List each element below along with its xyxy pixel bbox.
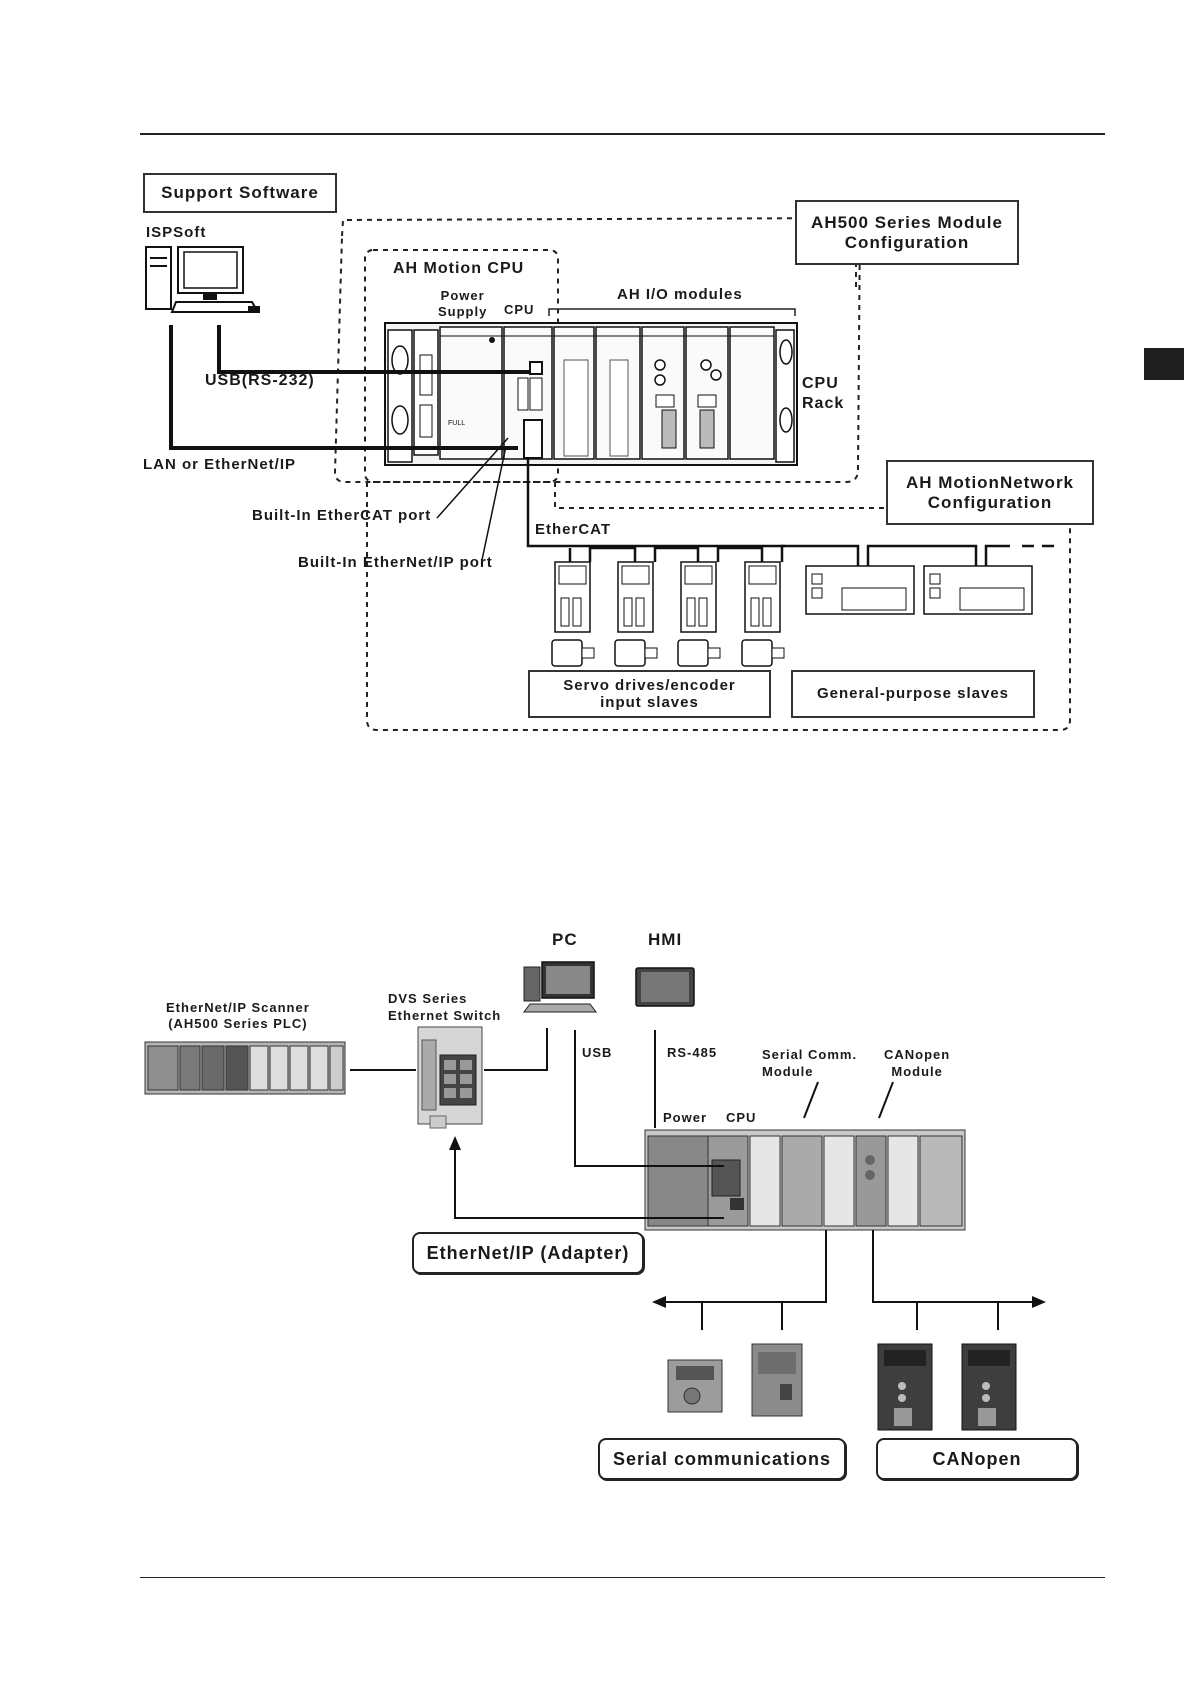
- ethernetip-port-callout: [481, 445, 507, 561]
- scanner-line-1: EtherNet/IP Scanner: [166, 1000, 310, 1015]
- ethercat-link-7: [984, 544, 1010, 566]
- serial-communications-label: Serial communications: [598, 1438, 846, 1480]
- module-configuration-label: AH500 Series Module Configuration: [795, 200, 1019, 265]
- canopen-device-2: [961, 1343, 1017, 1431]
- ethercat-cable: [526, 458, 785, 548]
- ethercat-port-callout: [436, 437, 509, 519]
- builtin-ethercat-port-label: Built-In EtherCAT port: [252, 507, 432, 524]
- canopen-bus-arrow: [1032, 1296, 1046, 1308]
- canopen-label: CANopen: [876, 1438, 1078, 1480]
- serial-module-label: Serial Comm. Module: [762, 1046, 857, 1080]
- serial-device-1: [667, 1359, 723, 1413]
- adapter-return-line: [454, 1146, 724, 1219]
- canopen-module-line-1: CANopen: [884, 1047, 951, 1062]
- pc-icon: [523, 961, 597, 1013]
- network-config-dashed-frame: [366, 482, 1092, 731]
- canopen-module-label: CANopen Module: [884, 1046, 950, 1080]
- general-slave-2: [923, 565, 1033, 615]
- module-config-dashed-frame: [333, 216, 862, 483]
- usb-rs232-label: USB(RS-232): [205, 372, 315, 389]
- general-slave-1: [805, 565, 915, 615]
- ispsoft-label: ISPSoft: [146, 224, 207, 241]
- footer-rule: [140, 1577, 1105, 1578]
- network-config-line-1: AH MotionNetwork: [905, 472, 1075, 492]
- dvs-switch-image: [417, 1026, 483, 1129]
- cpu-rack-image: FULL: [384, 322, 798, 466]
- serial-module-line-2: Module: [762, 1064, 814, 1079]
- support-software-label: Support Software: [143, 173, 337, 213]
- servo-drive: [551, 561, 595, 667]
- canopen-module-line-2: Module: [891, 1064, 943, 1079]
- servo-drives-group: [551, 561, 785, 667]
- cpu-label: CPU: [504, 302, 535, 317]
- power-supply-label: Power Supply: [438, 288, 487, 320]
- dvs-switch-line-1: DVS Series: [388, 991, 468, 1006]
- cpu-bottom-label: CPU: [726, 1110, 757, 1125]
- servo-slaves-line-1: Servo drives/encoder: [563, 676, 736, 694]
- io-modules-label: AH I/O modules: [617, 286, 743, 303]
- cpu-rack-label: CPU Rack: [802, 374, 844, 414]
- servo-drive: [677, 561, 721, 667]
- serial-module-callout: [803, 1081, 819, 1119]
- chapter-tab-marker: [1144, 348, 1184, 380]
- dvs-switch-line-2: Ethernet Switch: [388, 1008, 502, 1023]
- lan-cable: [169, 325, 518, 450]
- ethercat-link-6: [866, 544, 978, 566]
- network-configuration-label: AH MotionNetwork Configuration: [886, 460, 1094, 525]
- scanner-label: EtherNet/IP Scanner (AH500 Series PLC): [166, 1000, 310, 1032]
- ethercat-link-3: [653, 546, 700, 562]
- ispsoft-computer-icon: [145, 246, 260, 313]
- ethercat-link-4: [716, 546, 764, 562]
- header-rule: [140, 133, 1105, 135]
- dvs-switch-label: DVS Series Ethernet Switch: [388, 990, 501, 1024]
- cpu-rack-line-1: CPU: [802, 375, 839, 392]
- pc-label: PC: [552, 930, 578, 949]
- lan-ethernetip-label: LAN or EtherNet/IP: [143, 456, 297, 473]
- serial-bus-arrow: [652, 1296, 666, 1308]
- usb-cable: [217, 325, 530, 374]
- rs485-label: RS-485: [667, 1045, 718, 1060]
- ethercat-label: EtherCAT: [535, 521, 612, 538]
- svg-text:FULL: FULL: [448, 420, 465, 427]
- motion-cpu-label: AH Motion CPU: [393, 260, 525, 277]
- usb-cable-bottom: [574, 1030, 724, 1167]
- servo-drive: [614, 561, 658, 667]
- power-supply-line-1: Power: [440, 288, 485, 303]
- canopen-bus-line: [872, 1230, 1036, 1303]
- module-config-line-2: Configuration: [844, 232, 970, 252]
- module-config-line-1: AH500 Series Module: [811, 212, 1003, 232]
- builtin-ethernetip-port-label: Built-In EtherNet/IP port: [298, 554, 493, 571]
- hmi-label: HMI: [648, 930, 683, 949]
- servo-drive: [741, 561, 785, 667]
- power-bottom-label: Power: [663, 1110, 708, 1125]
- serial-bus-line: [662, 1230, 827, 1303]
- ah-rack-image: [644, 1129, 966, 1231]
- hmi-icon: [635, 967, 695, 1007]
- ethercat-link-2: [588, 546, 637, 562]
- usb-bottom-label: USB: [582, 1045, 613, 1060]
- serial-module-line-1: Serial Comm.: [762, 1047, 858, 1062]
- adapter-arrow-head: [449, 1136, 461, 1150]
- servo-slaves-line-2: input slaves: [600, 694, 699, 711]
- ethercat-link-5: [780, 544, 860, 566]
- switch-to-pc-cable: [484, 1028, 548, 1071]
- canopen-module-callout: [878, 1081, 894, 1119]
- servo-slaves-label: Servo drives/encoder input slaves: [528, 670, 771, 718]
- scanner-plc-image: [144, 1041, 346, 1095]
- ethernetip-adapter-label: EtherNet/IP (Adapter): [412, 1232, 644, 1274]
- canopen-device-1: [877, 1343, 933, 1431]
- scanner-line-2: (AH500 Series PLC): [168, 1016, 308, 1031]
- io-modules-bracket: [548, 308, 796, 316]
- power-supply-line-2: Supply: [438, 304, 488, 319]
- general-slaves-label: General-purpose slaves: [791, 670, 1035, 718]
- network-config-line-2: Configuration: [927, 492, 1053, 512]
- serial-device-2: [751, 1343, 803, 1417]
- cpu-rack-line-2: Rack: [802, 395, 845, 412]
